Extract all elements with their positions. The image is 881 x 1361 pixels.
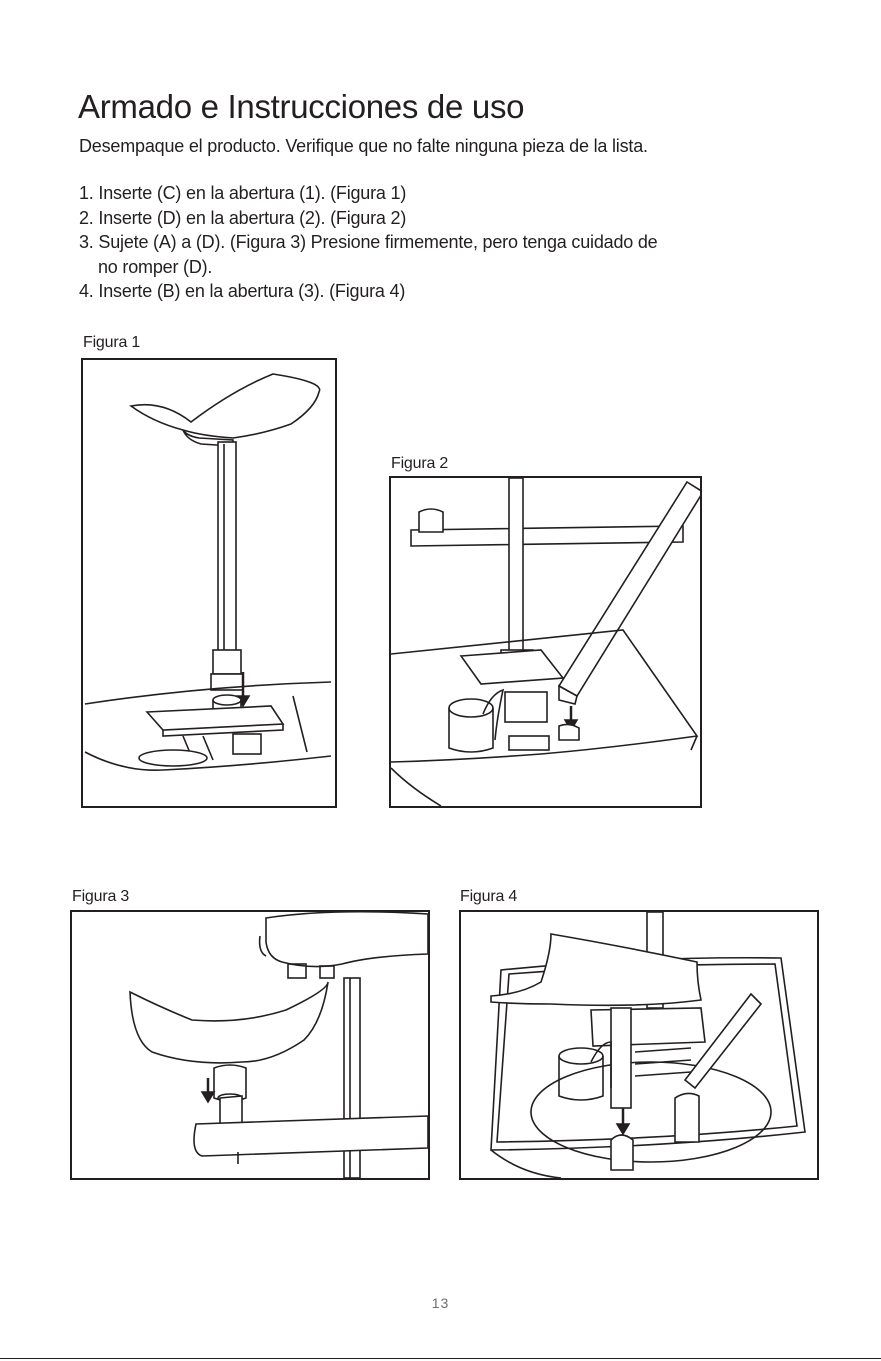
page-title: Armado e Instrucciones de uso: [78, 88, 525, 125]
page-number: 13: [431, 1295, 450, 1311]
figure-4-illustration: [459, 910, 819, 1180]
step-1: 1. Inserte (C) en la abertura (1). (Figu…: [79, 183, 407, 203]
bottom-rule: [0, 1358, 881, 1359]
figure-1-illustration: [81, 358, 337, 808]
step-3: 3. Sujete (A) a (D). (Figura 3) Presione…: [79, 230, 658, 279]
figure-4-label: Figura 4: [460, 888, 518, 905]
intro-text: Desempaque el producto. Verifique que no…: [79, 136, 648, 156]
figure-3-illustration: [70, 910, 430, 1180]
step-3-text: 3. Sujete (A) a (D). (Figura 3) Presione…: [79, 232, 658, 252]
figure-2-label: Figura 2: [391, 455, 449, 472]
figure-2-illustration: [389, 476, 702, 808]
figure-3-label: Figura 3: [72, 888, 130, 905]
instruction-steps: 1. Inserte (C) en la abertura (1). (Figu…: [79, 181, 658, 304]
step-2: 2. Inserte (D) en la abertura (2). (Figu…: [79, 207, 407, 228]
figure-1-label: Figura 1: [83, 334, 141, 351]
step-3-continuation: no romper (D).: [98, 256, 213, 277]
step-4: 4. Inserte (B) en la abertura (3). (Figu…: [79, 281, 406, 301]
